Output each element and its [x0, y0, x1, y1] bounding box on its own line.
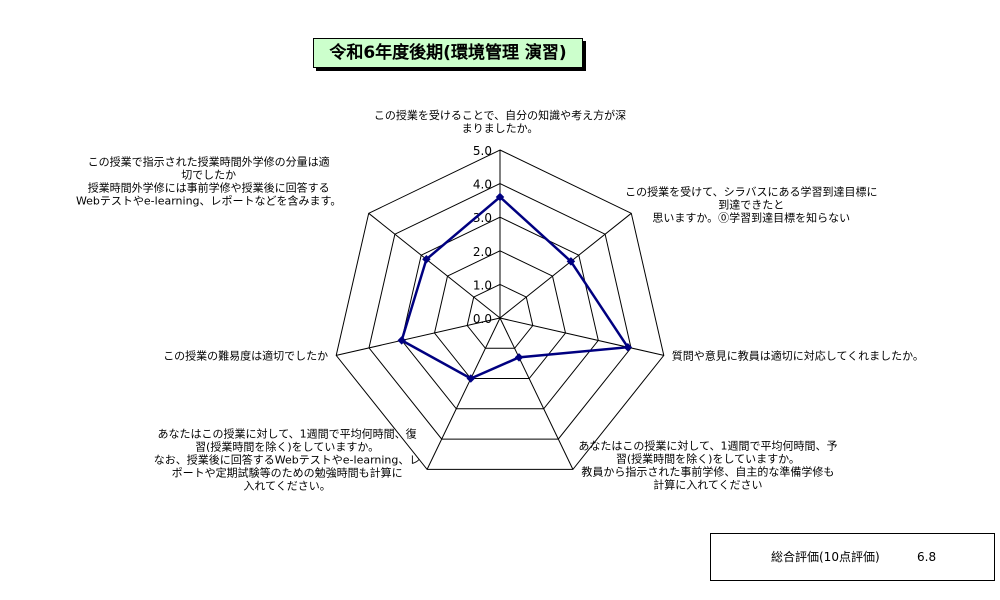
axis-label: この授業を受けて、シラバスにある学習到達目標に到達できたと思いますか。⓪学習到達…	[625, 184, 877, 224]
axis-label-line: 習(授業時間を除く)をしていますか。	[195, 439, 379, 453]
data-point	[566, 257, 576, 266]
tick-label: 0.0	[473, 312, 492, 326]
axis-label-line: ポートや定期試験等のための勉強時間も計算に	[172, 465, 403, 479]
axis-label: この授業を受けることで、自分の知識や考え方が深まりましたか。	[374, 108, 626, 135]
grid-ring	[466, 283, 534, 349]
series-line	[400, 195, 630, 380]
chart-title: 令和6年度後期(環境管理 演習)	[313, 38, 583, 68]
tick-label: 1.0	[473, 278, 492, 292]
axis-label-line: この授業の難易度は適切でしたか	[163, 348, 328, 362]
axis-label: あなたはこの授業に対して、1週間で平均何時間、予習(授業時間を除く)をしています…	[578, 438, 837, 491]
axis-label-line: 切でしたか	[181, 168, 236, 181]
axis-spoke	[426, 317, 501, 470]
axis-label-line: 授業時間外学修には事前学修や授業後に回答する	[88, 180, 330, 194]
axis-label: あなたはこの授業に対して、1週間で平均何時間、復習(授業時間を除く)をしています…	[154, 426, 421, 492]
axis-label-line: 質問や意見に教員は適切に対応してくれましたか。	[672, 348, 924, 362]
grid-ring	[401, 216, 599, 410]
data-point	[514, 353, 524, 362]
data-point	[466, 374, 476, 383]
axis-label-line: 習(授業時間を除く)をしていますか。	[616, 451, 800, 465]
axis-label: この授業の難易度は適切でしたか	[163, 348, 328, 362]
axis-label-line: Webテストやe-learning、レポートなどを含みます。	[76, 193, 342, 207]
axis-label-line: あなたはこの授業に対して、1週間で平均何時間、復	[158, 426, 417, 440]
overall-score-value: 6.8	[917, 550, 937, 564]
axis-spoke	[499, 317, 664, 356]
axis-label-line: この授業を受けて、シラバスにある学習到達目標に	[625, 184, 877, 198]
grid-ring	[368, 183, 632, 440]
axis-label-line: この授業を受けることで、自分の知識や考え方が深	[374, 108, 626, 122]
axis-label-line: この授業で指示された授業時間外学修の分量は適	[88, 154, 330, 168]
axis-label: この授業で指示された授業時間外学修の分量は適切でしたか授業時間外学修には事前学修…	[76, 154, 342, 207]
overall-score-box: 総合評価(10点評価) 6.8	[710, 533, 995, 581]
axis-label-line: 教員から指示された事前学修、自主的な準備学修も	[581, 464, 834, 478]
axis-spoke	[368, 212, 501, 319]
axis-spoke	[499, 317, 574, 470]
axis-label-line: 入れてください。	[243, 479, 330, 492]
grid-ring	[433, 250, 567, 379]
grid-ring	[335, 149, 665, 470]
axis-spoke	[499, 212, 632, 319]
axis-label-line: なお、授業後に回答するWebテストやe-learning、レ	[154, 452, 421, 466]
data-point	[422, 255, 431, 264]
axis-spoke	[336, 317, 501, 356]
tick-label: 5.0	[473, 144, 492, 158]
axis-label-line: 思いますか。⓪学習到達目標を知らない	[652, 210, 850, 224]
tick-label: 4.0	[473, 178, 492, 192]
data-point	[397, 336, 406, 345]
overall-score-label: 総合評価(10点評価)	[771, 550, 880, 564]
axis-label: 質問や意見に教員は適切に対応してくれましたか。	[672, 348, 924, 362]
axis-label-line: まりましたか。	[462, 122, 539, 135]
data-point	[623, 342, 633, 352]
axis-label-line: 計算に入れてください	[653, 477, 762, 491]
axis-label-line: 到達できたと	[718, 198, 784, 211]
axis-label-line: あなたはこの授業に対して、1週間で平均何時間、予	[578, 438, 837, 452]
data-point	[495, 192, 505, 202]
tick-label: 2.0	[473, 245, 492, 259]
